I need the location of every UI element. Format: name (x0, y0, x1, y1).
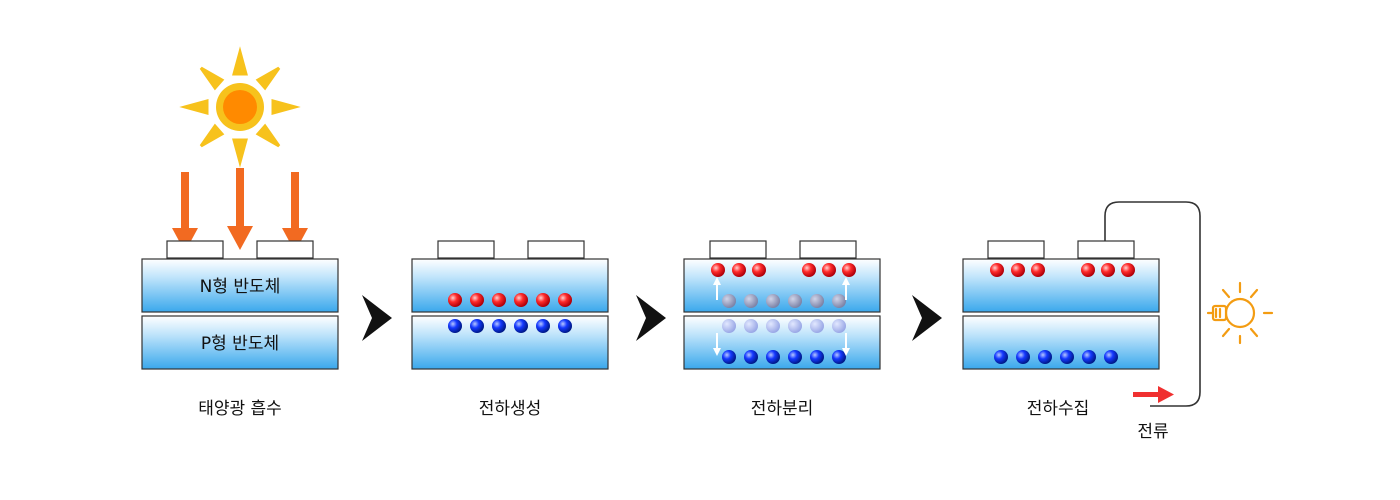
electron-row (448, 319, 572, 333)
faded-electron-dot (722, 319, 736, 333)
p-type-layer (683, 315, 881, 370)
hole-dot (470, 293, 484, 307)
hole-dot (1121, 263, 1135, 277)
hole-dot (842, 263, 856, 277)
step-arrow-icon (636, 295, 666, 341)
p-type-label: P형 반도체 (201, 334, 279, 354)
step-arrow-icon (912, 295, 942, 341)
hole-dot (732, 263, 746, 277)
faded-electron-row (722, 319, 846, 333)
electron-dot (744, 350, 758, 364)
faded-electron-dot (832, 319, 846, 333)
n-type-layer (411, 258, 609, 313)
electron-dot (1082, 350, 1096, 364)
hole-row (990, 263, 1135, 277)
electron-dot (514, 319, 528, 333)
p-type-layer (411, 315, 609, 370)
hole-dot (711, 263, 725, 277)
electron-dot (448, 319, 462, 333)
electrode (987, 240, 1045, 259)
hole-dot (1011, 263, 1025, 277)
light-arrow-icon (172, 168, 308, 252)
current-arrow-icon (1133, 386, 1174, 403)
current-label: 전류 (1137, 422, 1168, 442)
electron-dot (810, 350, 824, 364)
hole-dot (802, 263, 816, 277)
movement-arrows (713, 277, 850, 356)
stage-generation: 전하생성 (411, 240, 609, 419)
electron-dot (1038, 350, 1052, 364)
electron-row (994, 350, 1118, 364)
hole-dot (514, 293, 528, 307)
electrode (256, 240, 314, 259)
stage-separation: 전하분리 (683, 240, 881, 419)
electron-dot (558, 319, 572, 333)
electron-dot (1016, 350, 1030, 364)
stage-collection: 전하수집 전류 (962, 201, 1201, 442)
electron-dot (832, 350, 846, 364)
electrode (709, 240, 767, 259)
electron-dot (492, 319, 506, 333)
hole-dot (492, 293, 506, 307)
faded-hole-dot (722, 294, 736, 308)
electron-dot (994, 350, 1008, 364)
electron-dot (1104, 350, 1118, 364)
hole-dot (1081, 263, 1095, 277)
hole-dot (448, 293, 462, 307)
p-type-layer (141, 315, 339, 370)
faded-electron-dot (788, 319, 802, 333)
faded-hole-dot (788, 294, 802, 308)
stage-caption: 전하분리 (751, 399, 814, 419)
hole-dot (990, 263, 1004, 277)
hole-dot (752, 263, 766, 277)
n-type-layer (141, 258, 339, 313)
hole-dot (822, 263, 836, 277)
stage-caption: 전하생성 (479, 399, 542, 419)
stage-caption: 전하수집 (1027, 399, 1090, 419)
electrode (1077, 240, 1135, 259)
faded-hole-dot (810, 294, 824, 308)
electron-dot (766, 350, 780, 364)
faded-hole-row (722, 294, 846, 308)
step-arrow-icon (362, 295, 392, 341)
faded-electron-dot (766, 319, 780, 333)
electron-dot (788, 350, 802, 364)
p-type-layer (962, 315, 1160, 370)
electron-dot (470, 319, 484, 333)
stage-absorption: N형 반도체 P형 반도체 태양광 흡수 (141, 240, 339, 419)
electrode (799, 240, 857, 259)
electron-dot (722, 350, 736, 364)
faded-electron-dot (810, 319, 824, 333)
stage-caption: 태양광 흡수 (198, 399, 282, 419)
hole-dot (558, 293, 572, 307)
electron-row (722, 350, 846, 364)
faded-hole-dot (744, 294, 758, 308)
electrode (166, 240, 224, 259)
electrode (437, 240, 495, 259)
electron-dot (1060, 350, 1074, 364)
electron-dot (536, 319, 550, 333)
hole-row (711, 263, 856, 277)
faded-hole-dot (766, 294, 780, 308)
light-bulb-icon (1206, 281, 1274, 345)
hole-dot (1101, 263, 1115, 277)
hole-dot (1031, 263, 1045, 277)
electrode (527, 240, 585, 259)
hole-dot (536, 293, 550, 307)
n-type-label: N형 반도체 (200, 277, 281, 297)
faded-hole-dot (832, 294, 846, 308)
sun-icon (179, 46, 301, 168)
faded-electron-dot (744, 319, 758, 333)
circuit-wire (1104, 201, 1201, 407)
hole-row (448, 293, 572, 307)
